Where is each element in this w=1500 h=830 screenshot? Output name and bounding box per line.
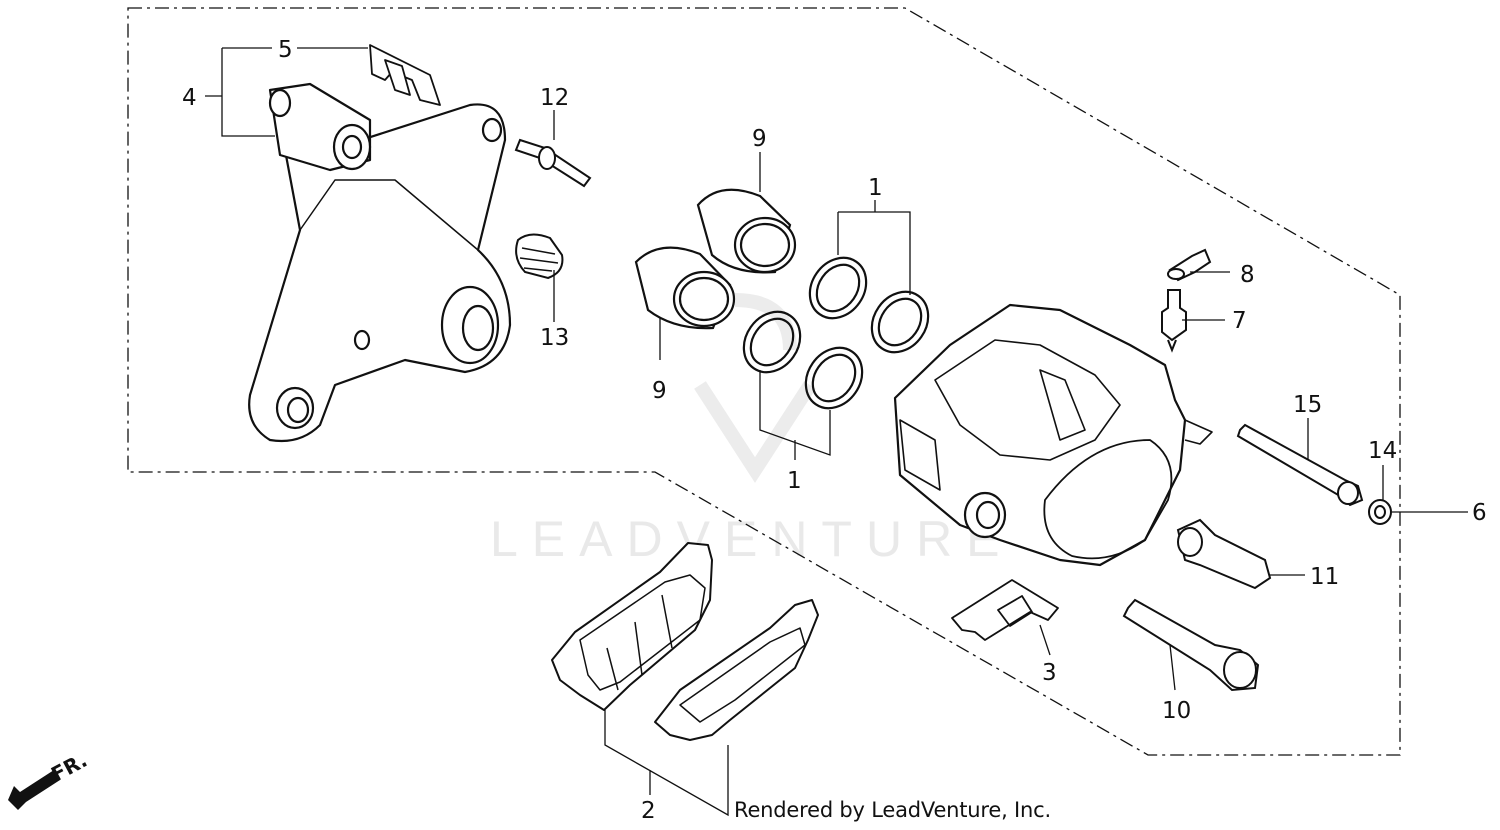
- assembly-boundary: [127, 7, 1401, 756]
- callout-3: 3: [1042, 660, 1057, 686]
- seals-drawing: [742, 256, 930, 410]
- watermark: LEADVENTURE: [490, 293, 1014, 567]
- caliper-bracket-drawing: [248, 82, 512, 443]
- callout-2: 2: [641, 798, 656, 824]
- leader-lines: [205, 47, 1468, 817]
- callout-15: 15: [1293, 392, 1322, 418]
- callouts: 4 5 12 13 9 9 1 1 8 7 15 14 6 11 3 10 2: [182, 37, 1487, 824]
- callout-8: 8: [1240, 262, 1255, 288]
- callout-14: 14: [1368, 438, 1397, 464]
- pin-10-drawing: [1122, 598, 1260, 692]
- callout-10: 10: [1162, 698, 1191, 724]
- front-indicator: FR.: [8, 748, 91, 810]
- callout-4: 4: [182, 85, 197, 111]
- pad-spring-3-drawing: [951, 579, 1059, 641]
- pin-12-drawing: [514, 138, 592, 188]
- callout-11: 11: [1310, 564, 1339, 590]
- callout-12: 12: [540, 85, 569, 111]
- callout-7: 7: [1232, 308, 1247, 334]
- pad-retainer-drawing: [369, 44, 441, 106]
- callout-13: 13: [540, 325, 569, 351]
- bleeder-7-drawing: [1161, 289, 1187, 353]
- front-arrow-icon: [8, 770, 60, 810]
- boot-13-drawing: [515, 233, 564, 280]
- bolt-8-drawing: [1167, 248, 1212, 282]
- pistons-drawing: [634, 188, 797, 330]
- callout-6: 6: [1472, 500, 1487, 526]
- brake-pads-drawing: [551, 542, 819, 741]
- callout-9-top: 9: [752, 126, 767, 152]
- pin-bolt-11-drawing: [1176, 518, 1272, 590]
- watermark-text: LEADVENTURE: [490, 511, 1014, 567]
- cap-14-drawing: [1368, 499, 1392, 525]
- callout-5: 5: [278, 37, 293, 63]
- callout-9-bottom: 9: [652, 378, 667, 404]
- pin-15-drawing: [1236, 423, 1364, 507]
- caliper-body-drawing: [893, 303, 1213, 567]
- watermark-logo: [694, 293, 816, 483]
- callout-1-bottom: 1: [787, 468, 802, 494]
- render-credit: Rendered by LeadVenture, Inc.: [734, 798, 1051, 822]
- callout-1-top: 1: [868, 175, 883, 201]
